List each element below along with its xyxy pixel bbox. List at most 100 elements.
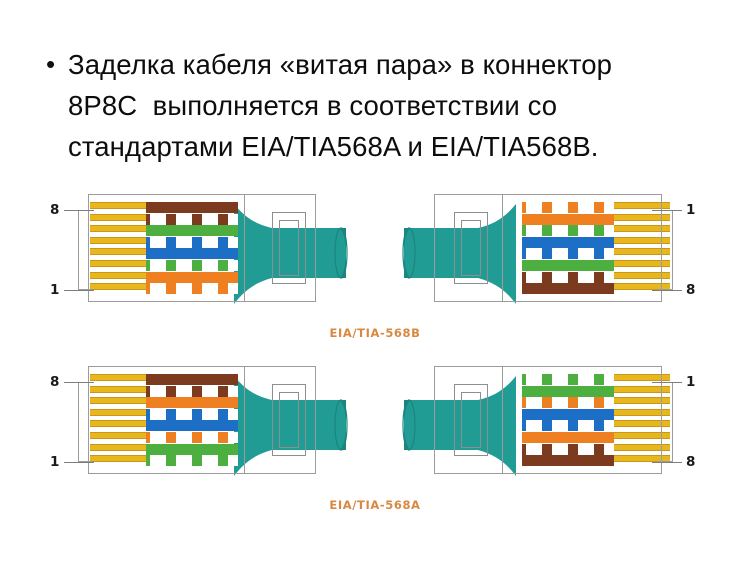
leader-line-top bbox=[64, 210, 94, 211]
wire-orange-white bbox=[146, 432, 238, 443]
pin-contacts bbox=[90, 374, 146, 468]
leader-line-top bbox=[652, 382, 682, 383]
leader-line-bottom bbox=[64, 290, 94, 291]
wire-green-white bbox=[146, 455, 238, 467]
standard-block-568b: 8 1 1 8 EIA/TIA-568B bbox=[0, 186, 750, 358]
pin-contact bbox=[90, 385, 146, 393]
cable-jacket bbox=[48, 366, 348, 486]
wire-green bbox=[146, 225, 238, 237]
wire-blue bbox=[522, 236, 614, 248]
wire-orange bbox=[522, 213, 614, 225]
pin-bracket bbox=[78, 382, 93, 462]
pin-contact bbox=[90, 283, 146, 291]
wire-bundle bbox=[522, 202, 614, 296]
pin-contacts bbox=[90, 202, 146, 296]
latch-clip-outer bbox=[454, 384, 488, 456]
wire-orange bbox=[146, 271, 238, 283]
wire-brown bbox=[146, 202, 238, 213]
pin-contacts bbox=[614, 202, 670, 296]
pin-contact bbox=[614, 202, 670, 209]
connector-housing bbox=[88, 366, 316, 474]
leader-line-top bbox=[652, 210, 682, 211]
wire-brown-white bbox=[522, 443, 614, 455]
wire-green bbox=[146, 443, 238, 455]
pin-contact bbox=[614, 236, 670, 244]
wire-brown bbox=[146, 374, 238, 385]
wire-brown-white bbox=[146, 385, 238, 397]
connector-housing bbox=[88, 194, 316, 302]
pin-contact bbox=[614, 271, 670, 279]
pin-contact bbox=[614, 248, 670, 256]
wire-brown bbox=[522, 283, 614, 295]
latch-clip-outer bbox=[272, 212, 306, 284]
pin-contact bbox=[614, 385, 670, 393]
wire-green bbox=[522, 260, 614, 271]
pin-contact bbox=[90, 374, 146, 381]
connector-568a-right: 1 8 bbox=[402, 366, 702, 486]
pin-callout-bottom: 1 bbox=[50, 454, 60, 470]
bullet-item: • Заделка кабеля «витая пара» в коннекто… bbox=[44, 44, 716, 167]
pin-contact bbox=[90, 248, 146, 256]
latch-clip-inner bbox=[461, 392, 481, 448]
pin-contact bbox=[614, 283, 670, 291]
wire-bundle bbox=[522, 374, 614, 468]
pin-contact bbox=[614, 443, 670, 451]
pin-contact bbox=[90, 225, 146, 233]
housing-divider bbox=[244, 366, 245, 474]
pin-contact bbox=[90, 202, 146, 209]
latch-clip-inner bbox=[279, 392, 299, 448]
pin-contact bbox=[90, 432, 146, 439]
rj45-wiring-diagram: 8 1 1 8 EIA/TIA-568B bbox=[0, 186, 750, 546]
pin-contact bbox=[614, 374, 670, 381]
pin-contact bbox=[90, 271, 146, 279]
leader-line-bottom bbox=[652, 290, 682, 291]
pin-contact bbox=[614, 213, 670, 221]
pin-contacts bbox=[614, 374, 670, 468]
wire-brown-white bbox=[522, 271, 614, 283]
pin-contact bbox=[614, 225, 670, 233]
pin-callout-top: 1 bbox=[686, 202, 696, 218]
leader-line-bottom bbox=[652, 462, 682, 463]
wire-orange-white bbox=[146, 283, 238, 295]
pin-callout-bottom: 8 bbox=[686, 454, 696, 470]
standard-block-568a: 8 1 1 8 EIA/TIA-568A bbox=[0, 358, 750, 530]
cable-jacket bbox=[48, 194, 348, 314]
pin-contact bbox=[614, 420, 670, 428]
pin-callout-top: 8 bbox=[50, 374, 60, 390]
wire-blue-white bbox=[522, 420, 614, 432]
wire-brown-white bbox=[146, 213, 238, 225]
latch-clip-inner bbox=[461, 220, 481, 276]
latch-clip-outer bbox=[454, 212, 488, 284]
pin-contact bbox=[90, 455, 146, 463]
bullet-line-1: Заделка кабеля «витая пара» в коннектор bbox=[68, 49, 613, 80]
pin-contact bbox=[614, 260, 670, 267]
wire-orange-white bbox=[522, 202, 614, 213]
pin-bracket bbox=[658, 210, 673, 290]
cable-jacket-shape bbox=[234, 204, 348, 304]
pin-contact bbox=[90, 260, 146, 267]
wire-brown bbox=[522, 455, 614, 467]
standard-caption-568a: EIA/TIA-568A bbox=[329, 498, 421, 512]
bullet-line-3: стандартами EIA/TIA568A и EIA/TIA568B. bbox=[68, 131, 599, 162]
pin-bracket bbox=[78, 210, 93, 290]
pin-contact bbox=[90, 408, 146, 416]
pin-contact bbox=[90, 213, 146, 221]
pin-contact bbox=[90, 443, 146, 451]
slide-body-text: • Заделка кабеля «витая пара» в коннекто… bbox=[44, 44, 716, 167]
wire-green-white bbox=[522, 374, 614, 385]
wire-orange bbox=[522, 432, 614, 443]
pin-callout-bottom: 1 bbox=[50, 282, 60, 298]
pin-contact bbox=[614, 432, 670, 439]
pin-bracket bbox=[658, 382, 673, 462]
wire-blue bbox=[146, 420, 238, 432]
pin-contact bbox=[614, 455, 670, 463]
connector-568b-right: 1 8 bbox=[402, 194, 702, 314]
pin-contact bbox=[90, 420, 146, 428]
connector-568b-left: 8 1 bbox=[48, 194, 348, 314]
housing-divider bbox=[502, 194, 503, 302]
bullet-line-2: 8P8C выполняется в соответствии со bbox=[68, 90, 558, 121]
wire-blue bbox=[146, 248, 238, 260]
wire-bundle bbox=[146, 202, 238, 296]
wire-blue bbox=[522, 408, 614, 420]
pin-contact bbox=[90, 236, 146, 244]
